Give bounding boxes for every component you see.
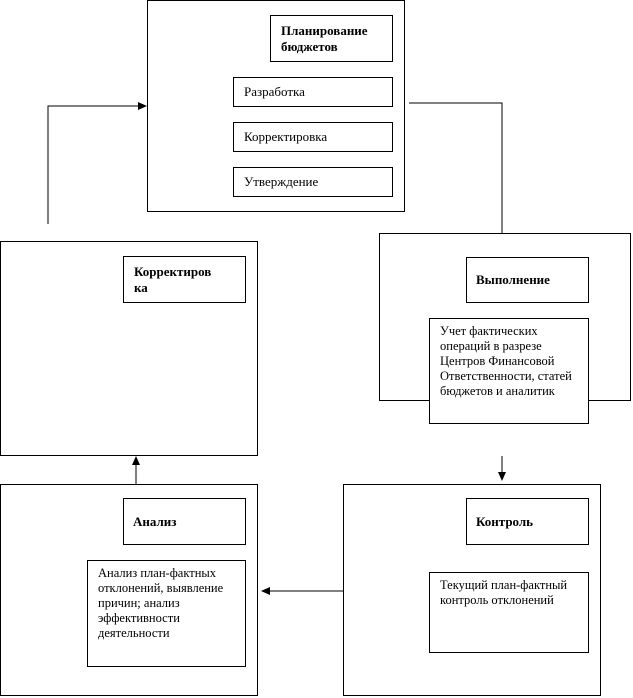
arrow-correction-to-planning: [47, 102, 147, 224]
control-description: Текущий план-фактный контроль отклонений: [429, 572, 589, 653]
analysis-title: Анализ: [123, 498, 246, 545]
execution-title: Выполнение: [466, 257, 589, 303]
correction-title: Корректиров ка: [123, 256, 246, 303]
planning-item-development: Разработка: [233, 77, 393, 107]
execution-description: Учет фактических операций в разрезе Цент…: [429, 318, 589, 424]
analysis-description: Анализ план-фактных отклонений, выявлени…: [87, 560, 246, 667]
planning-item-adjustment: Корректировка: [233, 122, 393, 152]
planning-item-approval: Утверждение: [233, 167, 393, 197]
arrow-planning-to-execution: [409, 102, 506, 242]
control-title: Контроль: [466, 498, 589, 545]
planning-title: Планирование бюджетов: [270, 15, 393, 62]
